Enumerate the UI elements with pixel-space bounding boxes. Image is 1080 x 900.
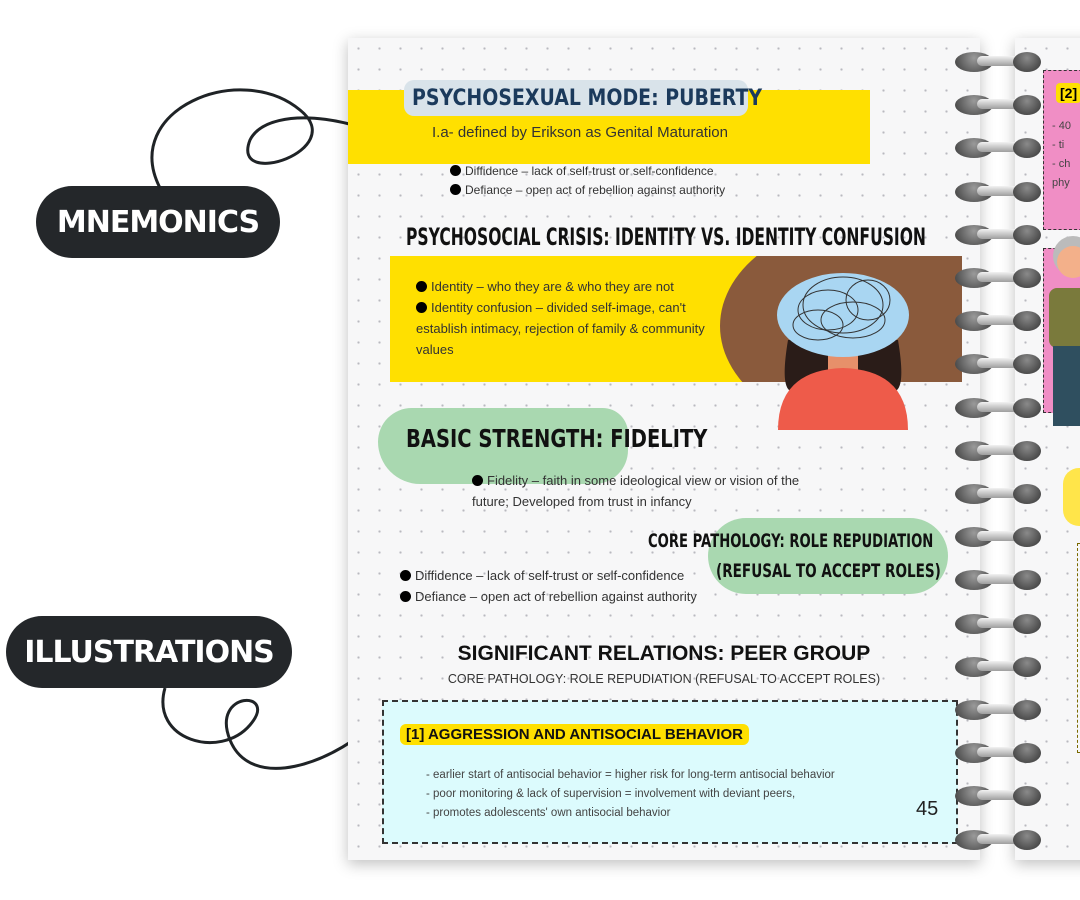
psychosexual-title-bg — [404, 80, 748, 116]
binding-ring-icon — [955, 655, 1043, 677]
relations-subtitle: CORE PATHOLOGY: ROLE REPUDIATION (REFUSA… — [447, 672, 881, 686]
binding-ring-icon — [955, 525, 1043, 548]
curly-arrow-icon — [161, 687, 392, 770]
bullet-item: Diffidence – lack of self-trust or self-… — [450, 162, 725, 181]
aggression-line: - poor monitoring & lack of supervision … — [426, 788, 796, 800]
crisis-title: PSYCHOSOCIAL CRISIS: IDENTITY VS. IDENTI… — [406, 223, 926, 251]
bullet-icon — [400, 570, 411, 581]
psychosexual-title: PSYCHOSEXUAL MODE: PUBERTY — [412, 86, 763, 111]
psychosexual-subtitle: I.a- defined by Erikson as Genital Matur… — [432, 124, 728, 141]
binding-ring-icon — [955, 352, 1043, 375]
aggression-title: [1] AGGRESSION AND ANTISOCIAL BEHAVIOR — [400, 724, 749, 745]
right-line: - 40 — [1052, 120, 1071, 132]
bullet-item: Identity confusion – divided self-image,… — [416, 300, 705, 357]
binding-ring-icon — [955, 568, 1043, 591]
binding-ring-icon — [955, 482, 1043, 504]
bullet-icon — [400, 591, 411, 602]
binding-ring-icon — [955, 439, 1043, 461]
right-dashed-box — [1077, 543, 1080, 753]
strength-text: Fidelity – faith in some ideological vie… — [472, 473, 800, 509]
binding-ring-icon — [955, 136, 1043, 159]
right-box-title: [2] — [1056, 83, 1080, 103]
bullet-item: Defiance – open act of rebellion against… — [450, 181, 725, 200]
binding-ring-icon — [955, 180, 1043, 202]
pathology-highlight — [708, 518, 948, 594]
bullet-item: Identity – who they are & who they are n… — [416, 276, 736, 297]
binding-ring-icon — [955, 828, 1043, 850]
right-line: - ti — [1052, 139, 1065, 151]
aggression-line: - promotes adolescents' own antisocial b… — [426, 807, 671, 819]
binding-ring-icon — [955, 741, 1043, 764]
bullet-icon — [450, 165, 461, 176]
pathology-title-line2: (REFUSAL TO ACCEPT ROLES) — [716, 560, 941, 582]
binding-ring-icon — [955, 223, 1043, 245]
aggression-box: [1] AGGRESSION AND ANTISOCIAL BEHAVIOR -… — [382, 700, 958, 844]
binding-ring-icon — [955, 266, 1043, 288]
bullet-icon — [450, 184, 461, 195]
right-line: phy — [1052, 177, 1070, 189]
mnemonics-label: MNEMONICS — [36, 186, 280, 258]
bullet-icon — [416, 302, 427, 313]
strength-highlight — [378, 408, 628, 484]
bullet-item: Defiance – open act of rebellion against… — [400, 586, 697, 607]
bullet-item: Diffidence – lack of self-trust or self-… — [400, 565, 697, 586]
relations-title: SIGNIFICANT RELATIONS: PEER GROUP — [457, 642, 871, 665]
binding-ring-icon — [955, 50, 1043, 72]
page-number: 45 — [916, 798, 939, 820]
bullet-icon — [472, 475, 483, 486]
right-line: - ch — [1052, 158, 1071, 170]
illustrations-label: ILLUSTRATIONS — [6, 616, 292, 688]
curly-arrow-icon — [150, 88, 407, 189]
right-yellow-tag — [1063, 468, 1080, 526]
binding-ring-icon — [955, 784, 1043, 807]
binding-ring-icon — [955, 93, 1043, 116]
bullet-icon — [416, 281, 427, 292]
left-page: PSYCHOSEXUAL MODE: PUBERTY I.a- defined … — [348, 38, 980, 860]
pathology-title-line1: CORE PATHOLOGY: ROLE REPUDIATION — [648, 530, 934, 552]
binding-ring-icon — [955, 396, 1043, 418]
binding-ring-icon — [955, 698, 1043, 720]
aggression-line: - earlier start of antisocial behavior =… — [426, 769, 835, 781]
confused-woman-illustration — [777, 273, 909, 430]
right-pink-box: [2] - 40 - ti - ch phy — [1043, 70, 1080, 230]
binding-ring-icon — [955, 309, 1043, 332]
strength-title: BASIC STRENGTH: FIDELITY — [406, 424, 708, 453]
right-page: [2] - 40 - ti - ch phy — [1015, 38, 1080, 860]
binding-ring-icon — [955, 612, 1043, 634]
old-man-illustration — [1049, 236, 1080, 426]
